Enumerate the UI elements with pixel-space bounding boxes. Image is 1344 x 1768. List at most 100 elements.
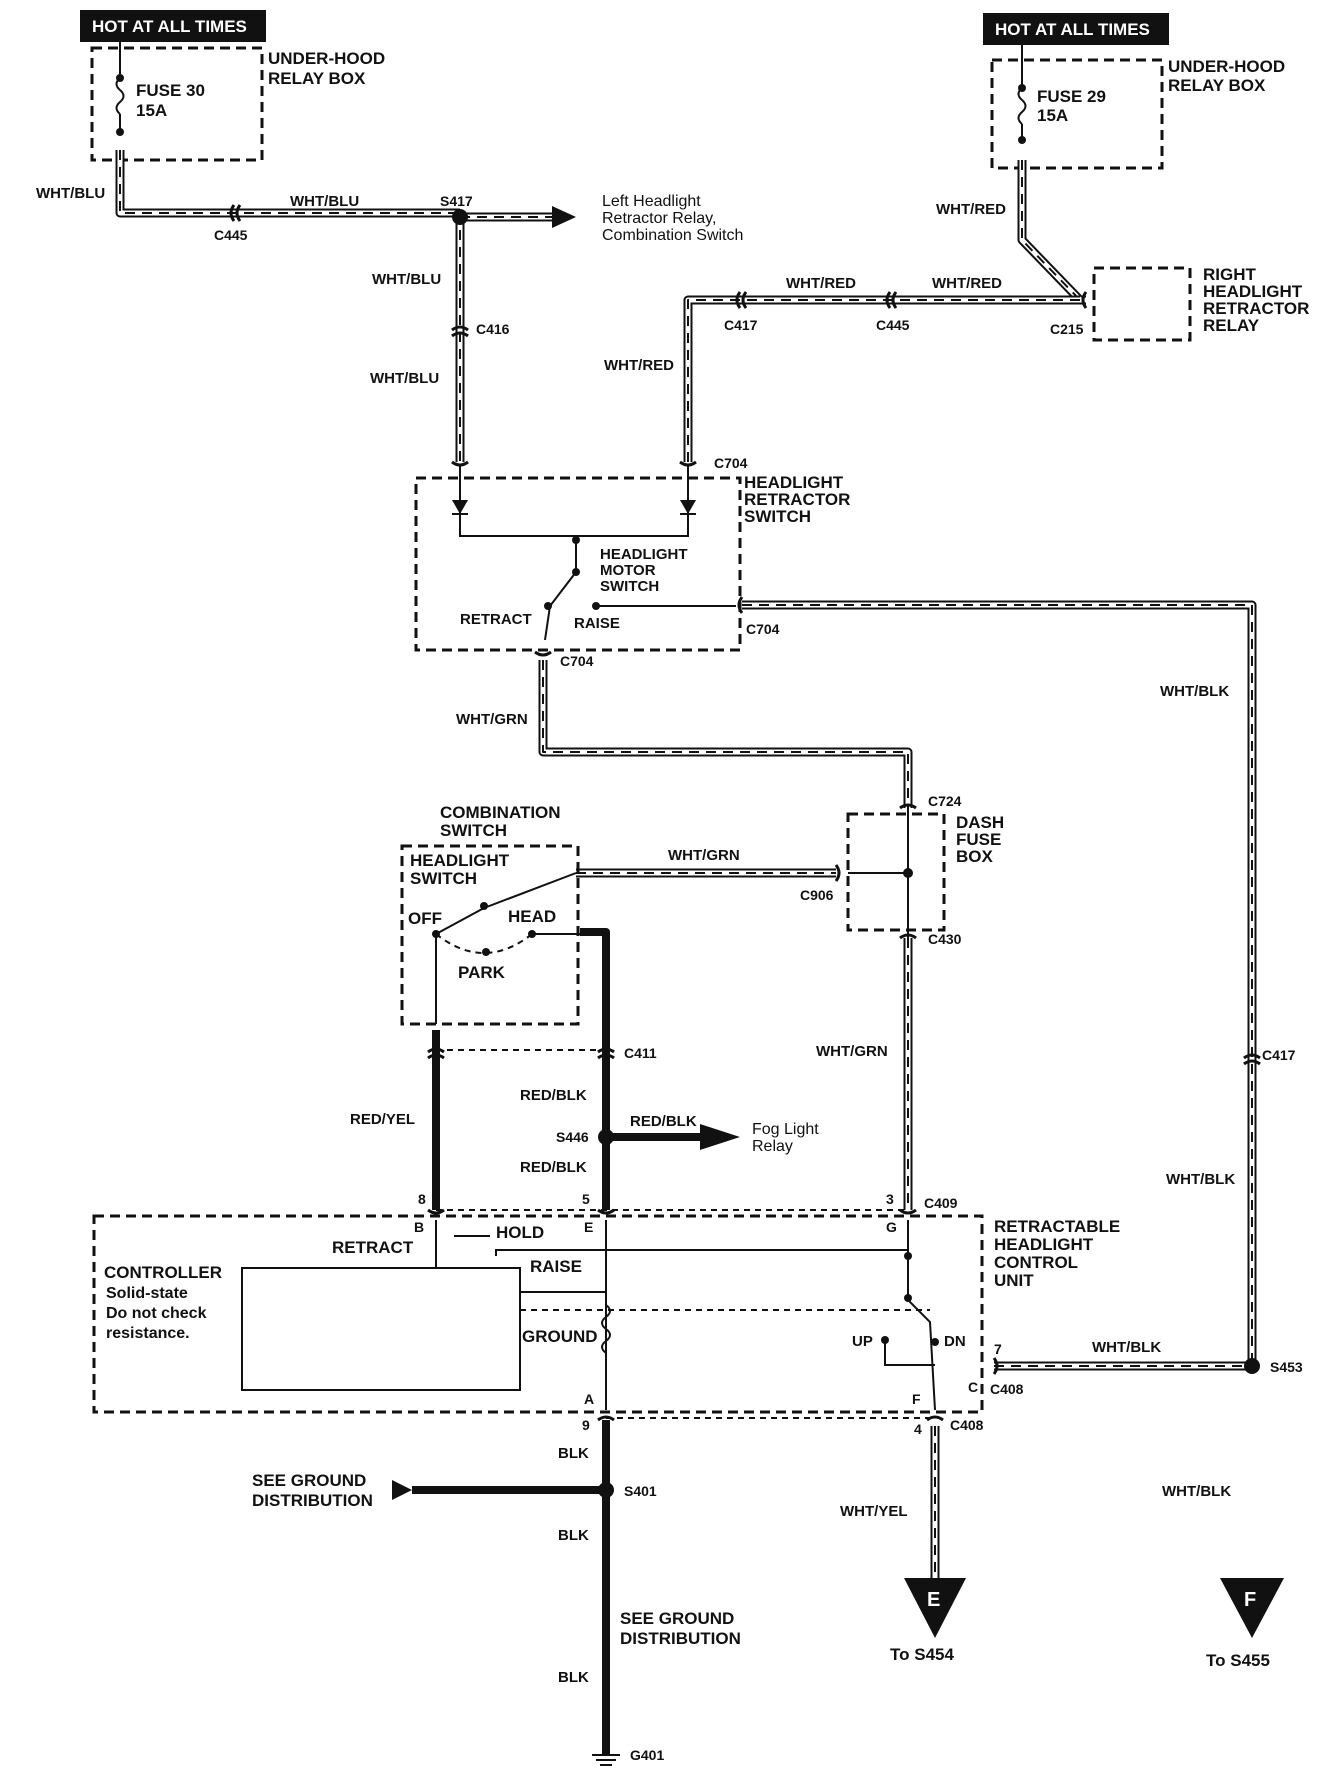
- hot-label-right: [983, 13, 1169, 45]
- wire-label-red-blk-1: RED/BLK: [520, 1087, 587, 1104]
- pin-5: 5: [582, 1191, 590, 1207]
- left-headlight-label2: Retractor Relay,: [602, 210, 716, 227]
- wire-label-blk-1: BLK: [558, 1445, 589, 1462]
- arrow-e: [904, 1578, 966, 1638]
- retractor-switch-internal: [459, 466, 689, 537]
- control-unit-internal-a: [435, 1220, 908, 1410]
- conn-c430: C430: [928, 931, 962, 947]
- up-label: UP: [852, 1333, 873, 1350]
- switch-pivot: [480, 902, 488, 910]
- fog-relay-label2: Relay: [752, 1138, 793, 1155]
- dash-label3: BOX: [956, 847, 994, 866]
- raise-contact: [592, 602, 600, 610]
- retractor-switch-label1: HEADLIGHT: [744, 473, 844, 492]
- splice-s453: [1244, 1358, 1260, 1374]
- arrow-see-ground: [392, 1480, 412, 1500]
- fuse-30-symbol: [115, 77, 125, 115]
- wire-label-wht-yel: WHT/YEL: [840, 1503, 908, 1520]
- wire-label-wht-blu-3: WHT/BLU: [372, 271, 441, 288]
- unit-label4: UNIT: [994, 1271, 1034, 1290]
- wire-label-wht-red-4: WHT/RED: [604, 357, 674, 374]
- headlight-switch-leads: [435, 872, 580, 1024]
- ground-label: GROUND: [522, 1327, 598, 1346]
- dash-label1: DASH: [956, 813, 1004, 832]
- right-relay-label4: RELAY: [1203, 316, 1260, 335]
- fuse-29-amps: 15A: [1037, 106, 1068, 125]
- dash-fuse-node: [903, 868, 913, 878]
- diode-left: [452, 500, 468, 514]
- hold-label: HOLD: [496, 1223, 544, 1242]
- conn-c704-3: C704: [560, 653, 594, 669]
- control-unit-internal-b: [884, 1220, 936, 1411]
- controller-note1: Solid-state: [106, 1285, 188, 1302]
- retractor-switch-label3: SWITCH: [744, 507, 811, 526]
- combination-label2: SWITCH: [440, 821, 507, 840]
- pin-b: B: [414, 1219, 424, 1235]
- wire-label-blk-3: BLK: [558, 1669, 589, 1686]
- to-s455-label: To S455: [1206, 1651, 1270, 1670]
- conn-c445-2: C445: [876, 317, 910, 333]
- motor-switch-node: [572, 568, 580, 576]
- hot-label-right-text: HOT AT ALL TIMES: [995, 20, 1150, 39]
- wire-group-black: [412, 928, 700, 1755]
- fuse-29-label: FUSE 29: [1037, 87, 1106, 106]
- head-label: HEAD: [508, 907, 556, 926]
- relay-box-right: [990, 58, 1164, 170]
- arrow-e-letter: E: [927, 1589, 940, 1611]
- fuse-29-symbol: [1017, 87, 1027, 125]
- raise-label-bottom: RAISE: [530, 1257, 582, 1276]
- fuse-30-amps: 15A: [136, 101, 167, 120]
- raise-label-top: RAISE: [574, 615, 620, 632]
- headlight-switch-label2: SWITCH: [410, 869, 477, 888]
- off-label: OFF: [408, 909, 442, 928]
- wire-label-wht-blu-1: WHT/BLU: [36, 185, 105, 202]
- wire-label-wht-red-3: WHT/RED: [932, 275, 1002, 292]
- head-contact: [528, 930, 536, 938]
- park-label: PARK: [458, 963, 506, 982]
- dash-fuse-internal: [848, 808, 909, 938]
- splice-s401: [598, 1482, 614, 1498]
- dash-label2: FUSE: [956, 830, 1001, 849]
- ctrl-node-2: [904, 1294, 912, 1302]
- up-contact: [881, 1336, 889, 1344]
- conn-c408-1: C408: [990, 1381, 1024, 1397]
- arrow-fog-relay: [700, 1124, 740, 1150]
- dash-fuse-box: [846, 812, 946, 932]
- fog-relay-label1: Fog Light: [752, 1121, 819, 1138]
- control-unit-box: [92, 1214, 984, 1414]
- splice-s417-label: S417: [440, 193, 473, 209]
- pin-7: 7: [994, 1341, 1002, 1357]
- conn-c409: C409: [924, 1195, 958, 1211]
- relay-box-left-title2: RELAY BOX: [268, 69, 366, 88]
- conn-c416: C416: [476, 321, 510, 337]
- controller-block: [241, 1267, 521, 1391]
- splice-s453-label: S453: [1270, 1359, 1303, 1375]
- fuse-30-label: FUSE 30: [136, 81, 205, 100]
- relay-box-right-title1: UNDER-HOOD: [1168, 57, 1285, 76]
- conn-c704-2: C704: [746, 621, 780, 637]
- relay-box-right-title2: RELAY BOX: [1168, 76, 1266, 95]
- combination-label1: COMBINATION: [440, 803, 561, 822]
- ground-symbol: [592, 1754, 620, 1766]
- conn-c445-1: C445: [214, 227, 248, 243]
- pin-g: G: [886, 1219, 897, 1235]
- motor-switch-label3: SWITCH: [600, 578, 659, 595]
- pin-4: 4: [914, 1421, 922, 1437]
- headlight-switch-label1: HEADLIGHT: [410, 851, 510, 870]
- relay-box-left-title1: UNDER-HOOD: [268, 49, 385, 68]
- conn-c417-2: C417: [1262, 1047, 1296, 1063]
- pin-f: F: [912, 1391, 921, 1407]
- dn-label: DN: [944, 1333, 966, 1350]
- motor-switch-label1: HEADLIGHT: [600, 546, 688, 563]
- retractor-switch-label2: RETRACTOR: [744, 490, 850, 509]
- conn-c408-2: C408: [950, 1417, 984, 1433]
- controller-label: CONTROLLER: [104, 1263, 222, 1282]
- see-ground-1-line2: DISTRIBUTION: [252, 1491, 373, 1510]
- wire-label-wht-blu-2: WHT/BLU: [290, 193, 359, 210]
- conn-c411: C411: [624, 1045, 657, 1061]
- fuse-30-node-top: [116, 74, 124, 82]
- wire-label-wht-blk-1: WHT/BLK: [1160, 683, 1229, 700]
- right-relay-label2: HEADLIGHT: [1203, 282, 1303, 301]
